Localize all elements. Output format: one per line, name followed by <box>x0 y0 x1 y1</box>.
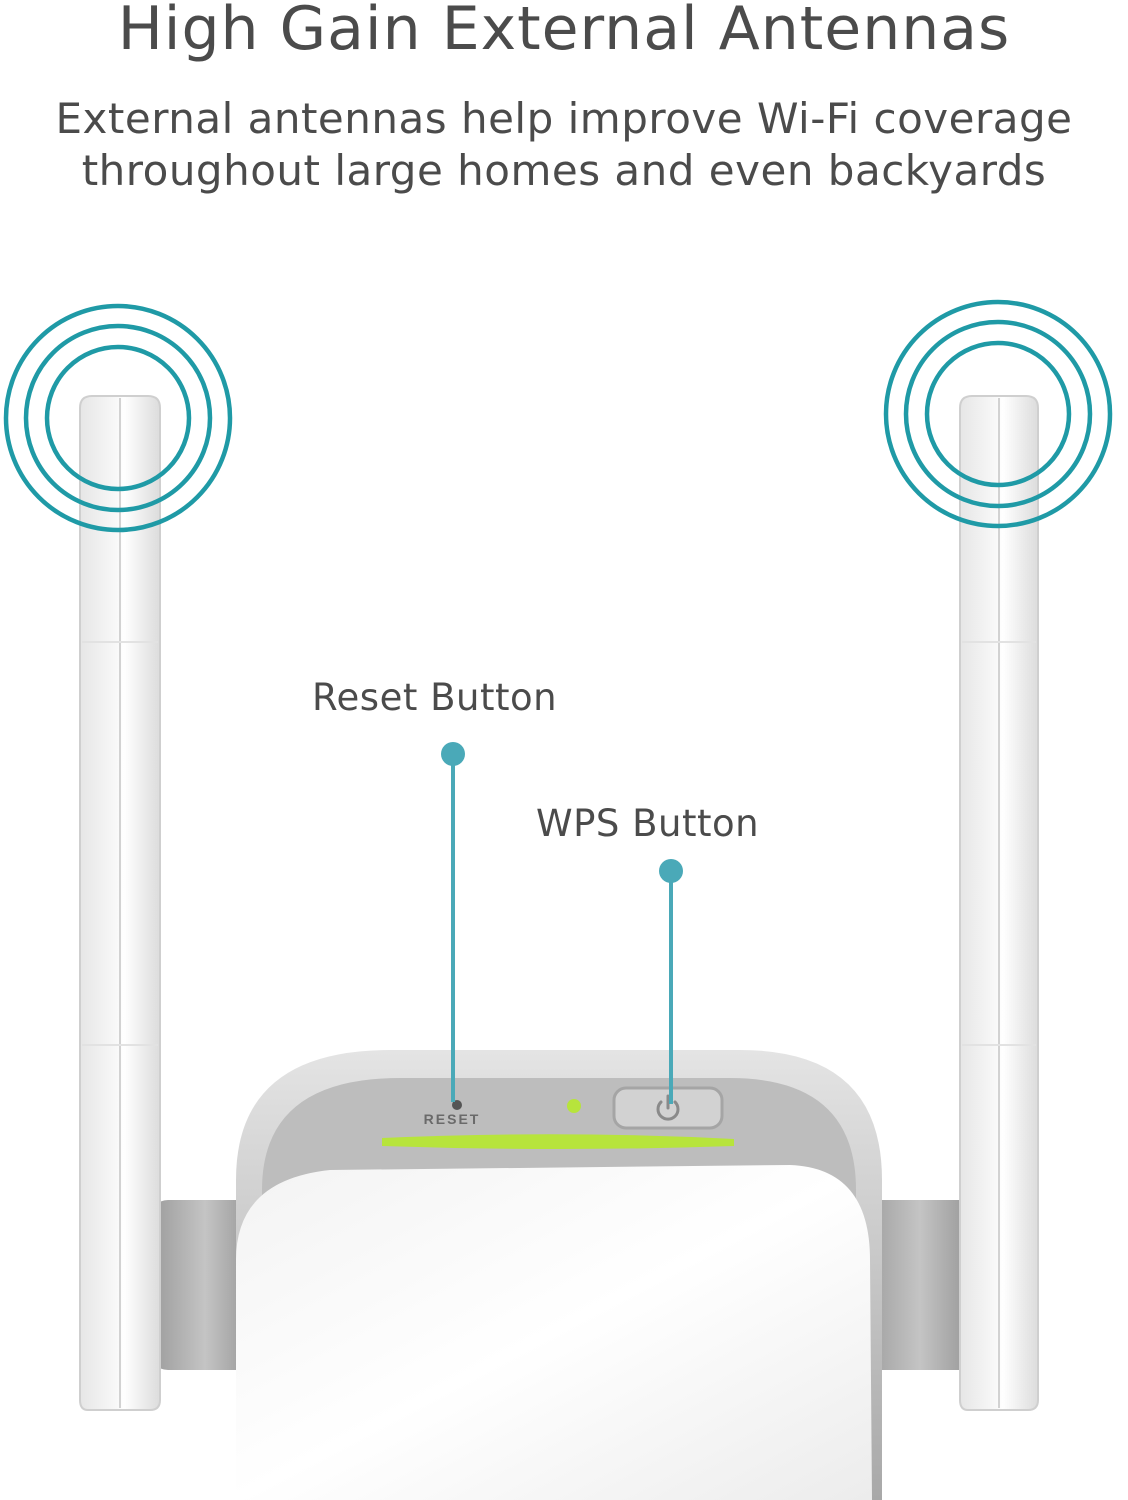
status-led <box>567 1099 581 1113</box>
reset-button-label: Reset Button <box>312 676 558 719</box>
right-antenna <box>959 395 1039 1411</box>
reset-callout-pin <box>441 742 465 1102</box>
right-hinge <box>860 1200 980 1370</box>
subtitle-line-1: External antennas help improve Wi-Fi cov… <box>55 94 1073 143</box>
reset-pinhole <box>452 1100 462 1110</box>
reset-port-label: RESET <box>424 1111 481 1127</box>
wps-button[interactable] <box>612 1086 724 1130</box>
extender-top <box>236 1050 882 1500</box>
left-signal-rings-icon <box>3 303 233 533</box>
wps-button-label: WPS Button <box>536 802 760 845</box>
page-title: High Gain External Antennas <box>117 0 1011 64</box>
left-antenna <box>79 395 161 1411</box>
left-hinge <box>150 1200 260 1370</box>
wps-callout-pin <box>659 859 683 1104</box>
subtitle-line-2: throughout large homes and even backyard… <box>81 146 1047 195</box>
power-icon <box>656 1094 680 1121</box>
right-signal-rings-icon <box>883 299 1113 529</box>
